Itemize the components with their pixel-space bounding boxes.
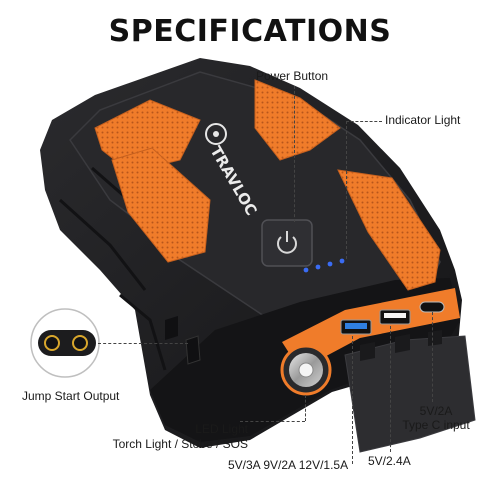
page-title: SPECIFICATIONS — [108, 14, 392, 49]
indicator-led — [327, 261, 333, 267]
type-c-name-label: Type C input — [402, 418, 470, 432]
usb-output-label: 5V/2.4A — [368, 454, 411, 468]
leader-line — [346, 121, 347, 259]
jump-start-output-label: Jump Start Output — [22, 389, 120, 403]
indicator-led — [303, 267, 309, 273]
power-button — [261, 219, 313, 267]
leader-line — [352, 336, 353, 464]
led-modes-label: Torch Light / Stobe / SOS — [112, 437, 248, 451]
usb-qc-output-label: 5V/3A 9V/2A 12V/1.5A — [228, 458, 349, 472]
indicator-lights — [303, 258, 345, 273]
orange-grip-top-right — [254, 79, 341, 161]
jump-start-connector-icon — [30, 308, 100, 378]
leader-line — [346, 121, 382, 122]
leader-line — [432, 312, 433, 402]
led-lens-icon — [280, 344, 332, 396]
power-icon — [277, 231, 297, 254]
type-c-rating-label: 5V/2A — [419, 404, 453, 418]
indicator-light-label: Indicator Light — [385, 113, 461, 127]
orange-grip-top-left — [94, 99, 201, 173]
power-button-label: Power Button — [256, 69, 329, 83]
usb-port-icon — [379, 309, 411, 325]
type-c-port-icon — [419, 301, 445, 313]
leader-line — [390, 326, 391, 452]
leader-line — [294, 86, 295, 222]
leader-line — [98, 343, 188, 344]
orange-grip-bottom-right — [337, 169, 441, 291]
orange-grip-bottom-left — [111, 147, 211, 263]
indicator-led — [315, 264, 321, 270]
usb-port-icon — [340, 319, 372, 335]
indicator-led — [339, 258, 345, 264]
leader-line — [305, 395, 306, 421]
leader-line — [240, 421, 305, 422]
led-light-label: LED Light — [195, 422, 248, 436]
